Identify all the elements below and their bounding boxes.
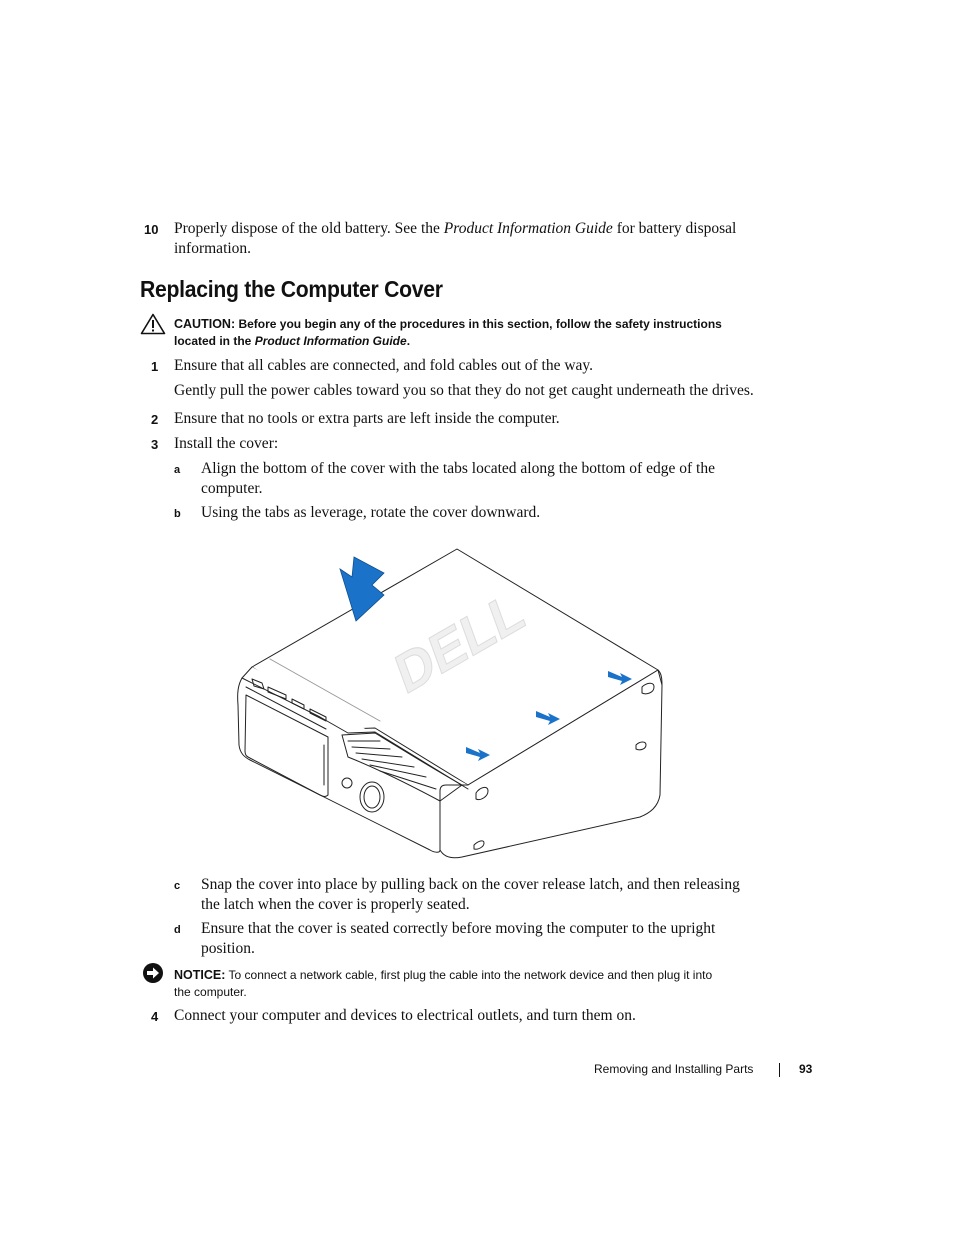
text-run: computer. [201, 480, 263, 497]
step-text: Properly dispose of the old battery. See… [174, 219, 736, 259]
small-arrow-icon [536, 711, 560, 725]
caution-block: CAUTION: Before you begin any of the pro… [174, 316, 722, 350]
step-text: Ensure that no tools or extra parts are … [174, 410, 560, 427]
substep-letter: d [174, 924, 181, 936]
power-button [359, 781, 385, 813]
caution-text: Before you begin any of the procedures i… [235, 317, 722, 331]
chassis-side [439, 669, 663, 859]
computer-cover-illustration: DELL [237, 548, 663, 859]
substep-text: Using the tabs as leverage, rotate the c… [201, 504, 541, 521]
step-text: Ensure that all cables are connected, an… [174, 357, 594, 374]
step-number: 3 [151, 437, 159, 452]
doc-reference: Product Information Guide [254, 334, 407, 348]
notice-text: To connect a network cable, first plug t… [225, 968, 713, 982]
step-text: Connect your computer and devices to ele… [174, 1007, 636, 1024]
notice-block: NOTICE: To connect a network cable, firs… [174, 967, 712, 1001]
substep-letter: b [174, 508, 181, 520]
text-run: information. [174, 240, 252, 257]
text-run: Align the bottom of the cover with the t… [201, 460, 715, 477]
step-number: 10 [144, 222, 159, 237]
text-run: position. [201, 940, 255, 957]
notice-text: the computer. [174, 985, 247, 999]
step-number: 1 [151, 359, 159, 374]
text-run: for battery disposal [612, 220, 737, 237]
doc-reference: Product Information Guide [443, 220, 613, 237]
small-arrow-icon [466, 747, 490, 761]
text-run: Snap the cover into place by pulling bac… [201, 876, 740, 893]
step-text: Install the cover: [174, 435, 279, 452]
text-run: the latch when the cover is properly sea… [201, 896, 470, 913]
notice-label: NOTICE: [174, 968, 226, 982]
step-number: 2 [151, 412, 159, 427]
substep-text: Ensure that the cover is seated correctl… [201, 919, 715, 959]
caution-icon [140, 313, 166, 335]
caution-text: located in the [174, 334, 255, 348]
text-run: Properly dispose of the old battery. See… [174, 220, 444, 237]
notice-arrow-icon [143, 963, 163, 983]
large-down-arrow-icon [339, 556, 385, 622]
step-number: 4 [151, 1009, 159, 1024]
section-title: Replacing the Computer Cover [140, 276, 443, 302]
caution-label: CAUTION: [174, 317, 236, 331]
caution-text: . [406, 334, 411, 348]
footer-section-name: Removing and Installing Parts [594, 1062, 754, 1076]
small-arrow-icon [608, 671, 632, 685]
front-vent [341, 732, 463, 802]
page-number: 93 [799, 1062, 813, 1076]
substep-letter: c [174, 880, 181, 892]
substep-text: Align the bottom of the cover with the t… [201, 459, 715, 499]
substep-text: Snap the cover into place by pulling bac… [201, 875, 740, 915]
step-detail: Gently pull the power cables toward you … [174, 382, 754, 399]
substep-letter: a [174, 464, 181, 476]
text-run: Ensure that the cover is seated correctl… [201, 920, 716, 937]
footer-divider [779, 1063, 780, 1077]
